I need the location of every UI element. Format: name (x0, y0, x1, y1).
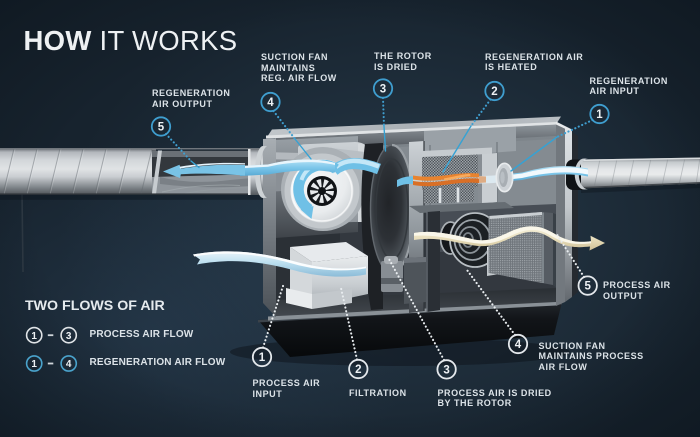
svg-text:4: 4 (267, 97, 274, 109)
svg-text:4: 4 (515, 339, 522, 351)
svg-text:1: 1 (31, 331, 37, 342)
svg-text:5: 5 (584, 281, 591, 293)
svg-text:2: 2 (491, 86, 497, 98)
svg-text:3: 3 (443, 365, 449, 377)
svg-text:4: 4 (66, 359, 72, 370)
svg-text:3: 3 (66, 331, 72, 342)
svg-text:2: 2 (355, 364, 361, 376)
svg-text:1: 1 (596, 109, 603, 121)
svg-text:3: 3 (380, 84, 386, 96)
svg-text:1: 1 (31, 359, 37, 370)
svg-text:1: 1 (259, 352, 266, 364)
svg-text:5: 5 (158, 122, 165, 134)
